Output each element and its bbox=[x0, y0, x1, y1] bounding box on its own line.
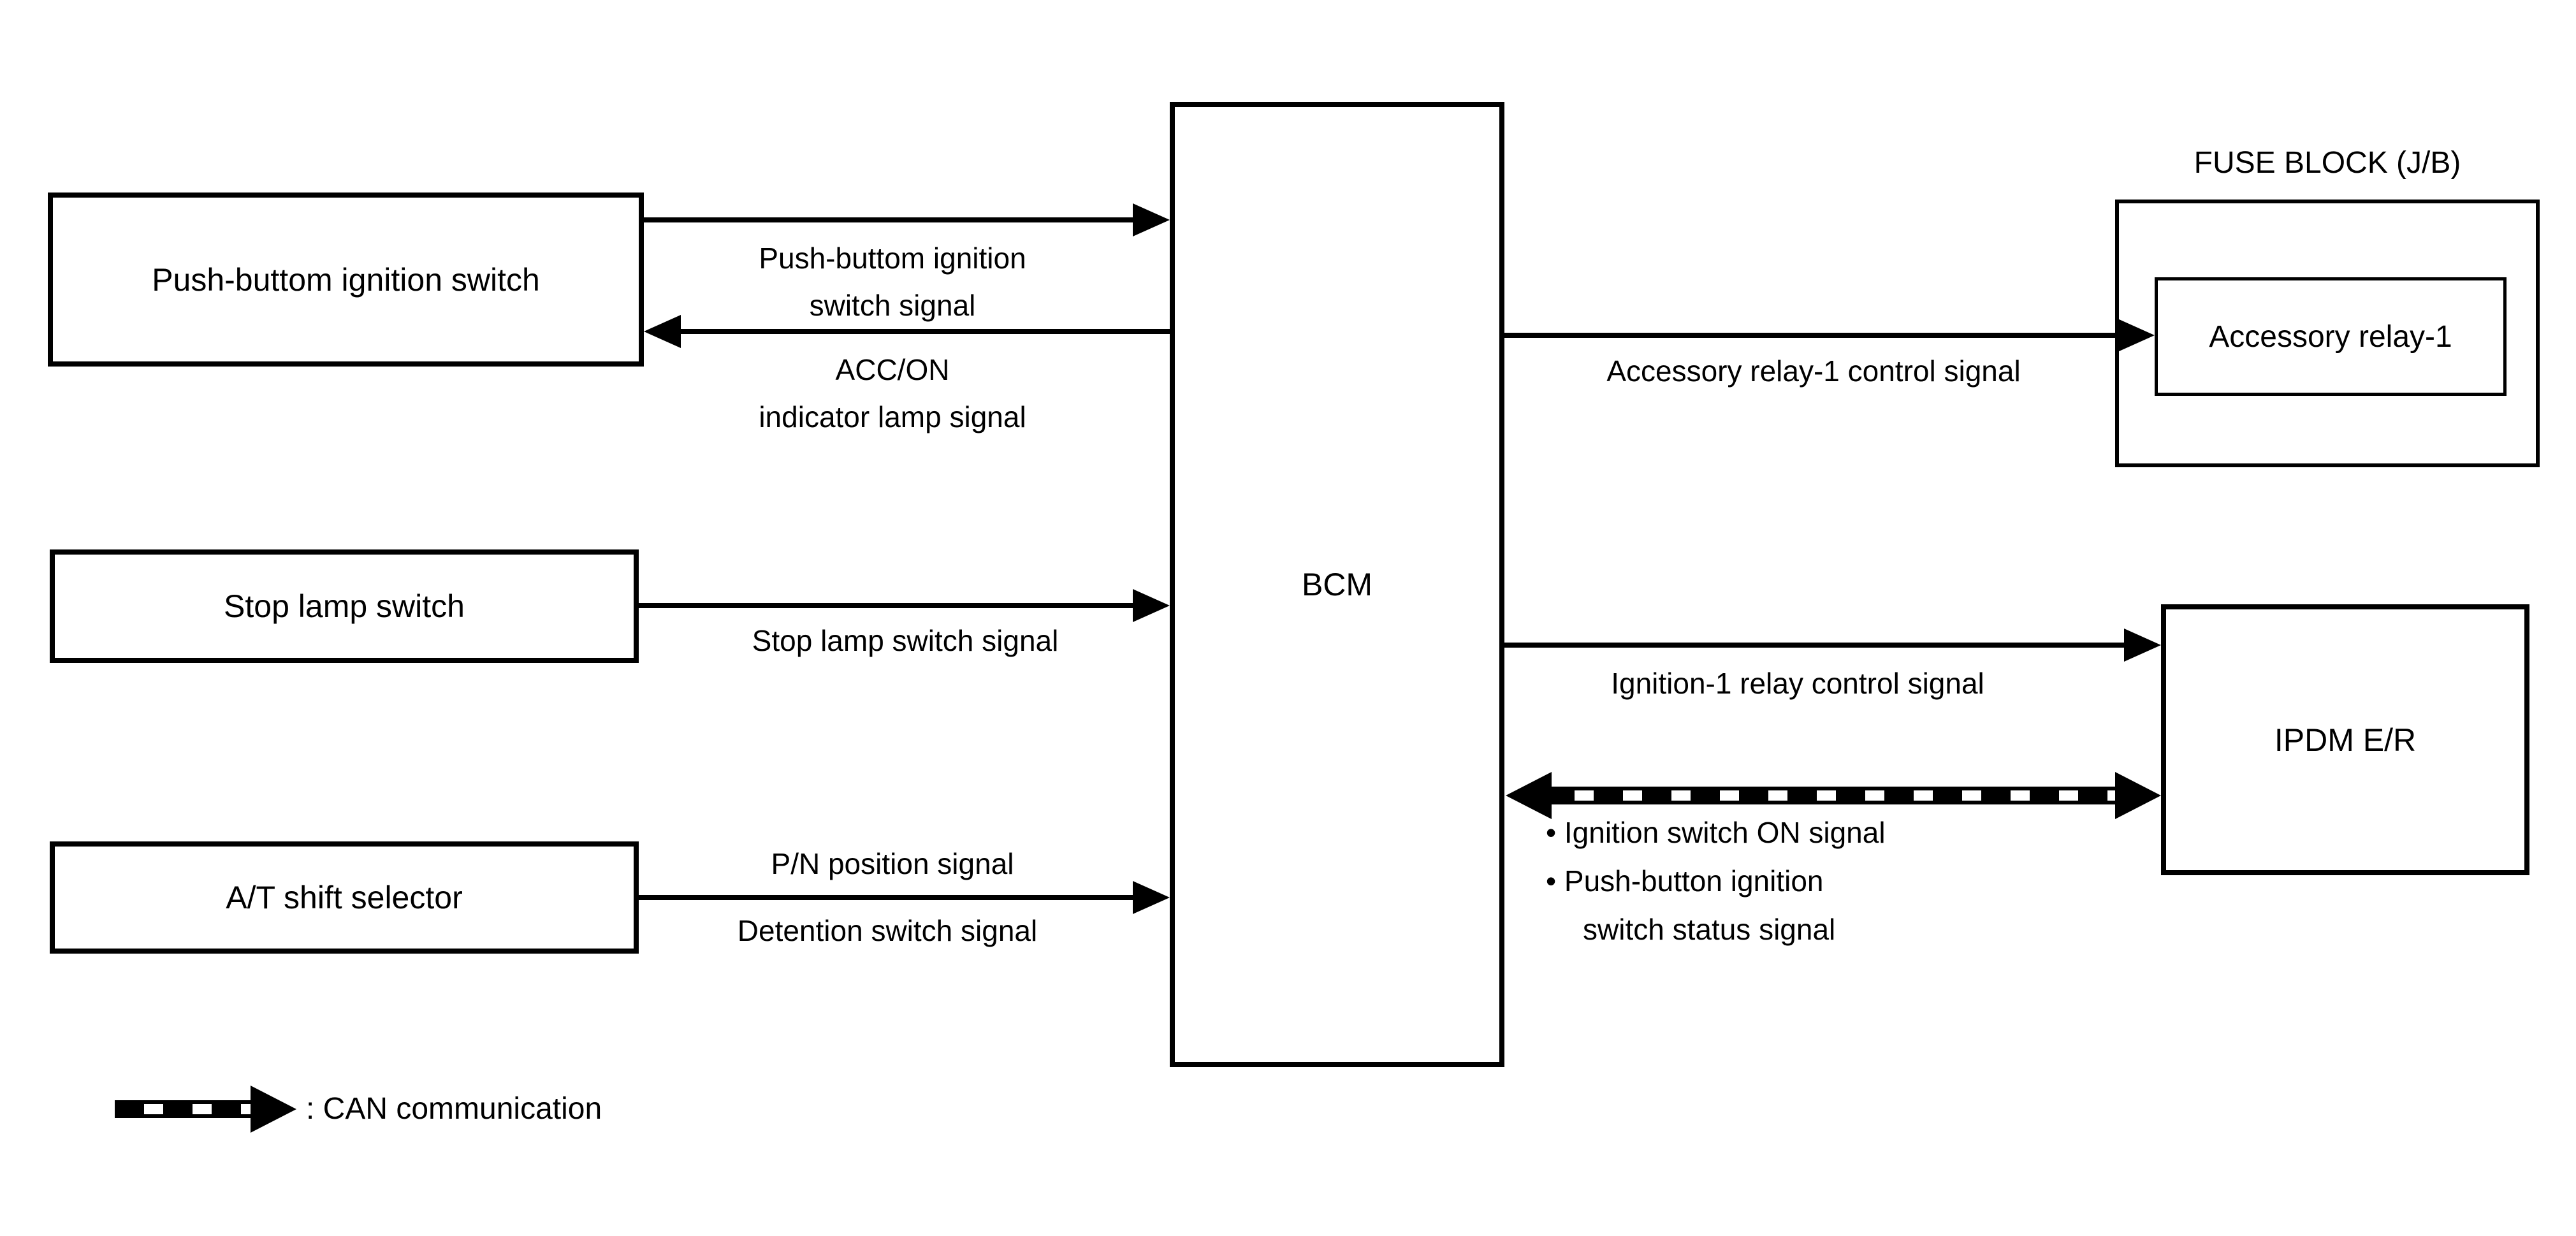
ignition1-relay-control-arrow-line bbox=[1504, 643, 2128, 648]
stop-lamp-switch-box: Stop lamp switch bbox=[50, 549, 639, 663]
ipdm-er-label: IPDM E/R bbox=[2274, 722, 2417, 758]
accessory-relay-control-arrow-line bbox=[1504, 333, 2121, 338]
arrow-right-icon bbox=[1133, 589, 1170, 622]
can-signal-notes: • Ignition switch ON signal • Push-butto… bbox=[1546, 808, 1886, 954]
arrow-right-icon bbox=[1133, 203, 1170, 236]
bcm-box: BCM bbox=[1170, 102, 1504, 1067]
stop-lamp-signal-arrow-line bbox=[639, 603, 1137, 608]
ipdm-er-box: IPDM E/R bbox=[2161, 604, 2529, 875]
push-button-signal-arrow-line bbox=[644, 217, 1137, 222]
detention-signal-label: Detention switch signal bbox=[737, 914, 1038, 947]
accessory-relay-box: Accessory relay-1 bbox=[2155, 277, 2507, 396]
can-arrow-right-icon bbox=[2115, 772, 2161, 819]
legend-can-label: : CAN communication bbox=[306, 1092, 602, 1126]
can-note-ignition-on: • Ignition switch ON signal bbox=[1546, 816, 1886, 849]
stop-lamp-switch-label: Stop lamp switch bbox=[224, 588, 465, 624]
can-arrow-left-icon bbox=[1506, 772, 1552, 819]
at-shift-selector-label: A/T shift selector bbox=[226, 880, 463, 915]
at-shift-signal-arrow-line bbox=[639, 895, 1137, 900]
fuse-block-title: FUSE BLOCK (J/B) bbox=[2194, 146, 2461, 180]
accessory-relay-control-label: Accessory relay-1 control signal bbox=[1606, 354, 2021, 388]
arrow-right-icon bbox=[2118, 319, 2155, 352]
ignition1-relay-control-label: Ignition-1 relay control signal bbox=[1611, 667, 1984, 700]
push-button-ignition-switch-label: Push-buttom ignition switch bbox=[152, 261, 540, 298]
at-shift-selector-box: A/T shift selector bbox=[50, 841, 639, 954]
arrow-left-icon bbox=[644, 315, 681, 348]
push-button-ignition-switch-box: Push-buttom ignition switch bbox=[48, 193, 644, 367]
pn-position-signal-label: P/N position signal bbox=[771, 847, 1014, 880]
legend-can-bar bbox=[115, 1100, 252, 1118]
accessory-relay-label: Accessory relay-1 bbox=[2209, 319, 2452, 354]
arrow-right-icon bbox=[1133, 881, 1170, 914]
can-note-switch-status: switch status signal bbox=[1583, 913, 1836, 946]
acc-on-signal-arrow-line bbox=[677, 329, 1170, 334]
arrow-right-icon bbox=[2124, 629, 2161, 662]
stop-lamp-signal-label: Stop lamp switch signal bbox=[752, 624, 1059, 657]
acc-on-indicator-label: ACC/ON indicator lamp signal bbox=[759, 353, 1026, 433]
can-communication-bar bbox=[1545, 787, 2121, 804]
bcm-label: BCM bbox=[1301, 567, 1373, 602]
legend-can-arrow-icon bbox=[251, 1086, 296, 1133]
push-button-signal-label: Push-buttom ignition switch signal bbox=[759, 242, 1026, 322]
can-note-push-button: • Push-button ignition bbox=[1546, 864, 1824, 898]
